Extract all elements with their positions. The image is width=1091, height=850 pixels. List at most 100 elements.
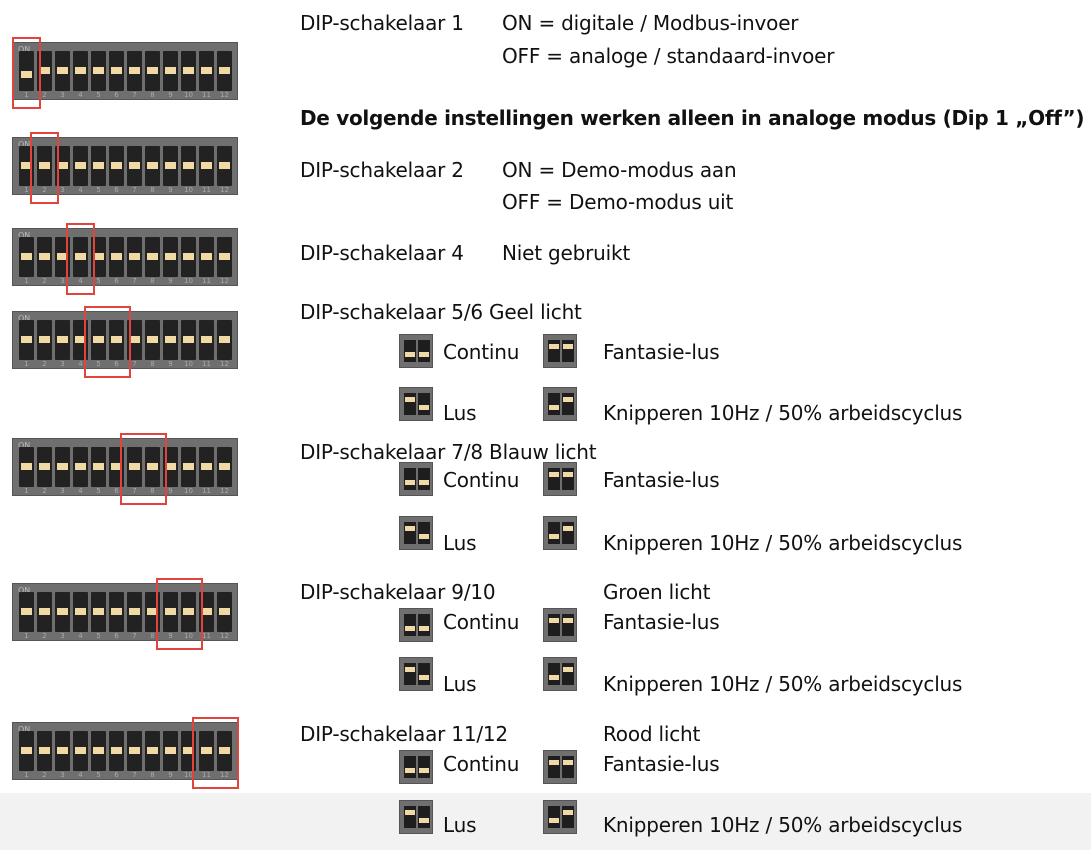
dip-switch-number: 1 [24,277,29,285]
dip-switch-lever [183,336,194,343]
dip-switch-lever [75,67,86,74]
dip-on-label: ON [18,140,31,149]
dip-switch-lever [219,336,230,343]
mini-dip-blink [543,516,577,550]
dip-switch-lever [21,71,32,78]
mini-switch-lever [549,675,559,680]
dip-switch-12 [217,146,232,186]
dip-switch-number: 4 [78,91,83,99]
dip-switch-number: 1 [24,771,29,779]
dip-switch-lever [201,463,212,470]
dip-switch-lever [57,463,68,470]
mode-fantasy-label: Fantasie-lus [603,468,720,492]
dip-switch-lever [219,253,230,260]
dip-switch-number: 4 [78,771,83,779]
dip-switch-1 [19,320,34,360]
dip-switch-5 [91,447,106,487]
dip-switch-lever [75,253,86,260]
dip-switch-number: 11 [202,487,211,495]
dip-on-label: ON [18,441,31,450]
mini-switch-lever [405,526,415,531]
mini-dip-fantasy [543,462,577,496]
dip-switch-3 [55,592,70,632]
dip-switch-5 [91,146,106,186]
dip-switch-number: 12 [220,277,229,285]
dip-switch-11 [199,320,214,360]
mini-switch [418,468,430,490]
mini-switch-lever [549,618,559,623]
dip-switch-2 [37,592,52,632]
dip-switch-lever [165,67,176,74]
dip2-off-text: OFF = Demo-modus uit [502,190,734,214]
dip-switch-lever [165,162,176,169]
dip-switch-6 [109,146,124,186]
dip-switch-lever [201,608,212,615]
dip1112-color: Rood licht [603,722,701,746]
dip-switch-lever [57,608,68,615]
mini-switch [548,340,560,362]
dip-switch-number: 7 [132,360,137,368]
mini-switch-lever [563,667,573,672]
dip-switch-lever [93,336,104,343]
dip-switch-number: 8 [150,277,155,285]
dip-switch-lever [129,336,140,343]
dip-switch-lever [201,747,212,754]
dip-switch-lever [165,336,176,343]
dip-switch-number: 1 [24,91,29,99]
dip-switch-4 [73,731,88,771]
dip-switch-number: 4 [78,632,83,640]
dip-switch-7 [127,731,142,771]
dip-switch-number: 7 [132,186,137,194]
dip-switch-lever [165,747,176,754]
mini-dip-loop [399,800,433,834]
dip-switch-3 [55,320,70,360]
dip-switch-lever [93,747,104,754]
dip-switch-number: 3 [60,186,65,194]
mode-loop-label: Lus [443,672,477,696]
dip-switch-9 [163,320,178,360]
dip-switch-lever [57,162,68,169]
mini-switch-lever [549,344,559,349]
dip-switch-12 [217,237,232,277]
dip-switch-number: 8 [150,632,155,640]
mini-switch-lever [549,534,559,539]
dip-switch-6 [109,51,124,91]
dip-switch-number: 6 [114,487,119,495]
dip-switch-lever [129,253,140,260]
dip-on-label: ON [18,725,31,734]
dip-switch-number: 5 [96,360,101,368]
dip-switch-10 [181,320,196,360]
mini-switch-lever [549,760,559,765]
dip-switch-number: 11 [202,91,211,99]
mini-switch [418,663,430,685]
dip-switch-number: 9 [168,360,173,368]
mini-switch-lever [419,352,429,357]
dip-switch-9 [163,592,178,632]
dip-switch-lever [93,162,104,169]
mini-switch [418,522,430,544]
dip-switch-9 [163,146,178,186]
dip-on-label: ON [18,586,31,595]
mini-switch [562,663,574,685]
dip-switch-number: 3 [60,91,65,99]
dip4-label: DIP-schakelaar 4 [300,241,464,265]
dip-switch-lever [75,608,86,615]
dip-switch-11 [199,447,214,487]
dip-switch-2 [37,447,52,487]
mini-switch-lever [563,760,573,765]
dip-switch-lever [21,463,32,470]
dip-switch-3 [55,731,70,771]
mini-switch [548,614,560,636]
mini-switch [562,522,574,544]
mini-switch-lever [419,818,429,823]
dip2-on-text: ON = Demo-modus aan [502,158,737,182]
dip-switch-4 [73,146,88,186]
mini-dip-fantasy [543,608,577,642]
dip-switch-lever [219,162,230,169]
mini-switch [562,756,574,778]
dip-switch-lever [93,67,104,74]
dip1-label: DIP-schakelaar 1 [300,11,464,35]
